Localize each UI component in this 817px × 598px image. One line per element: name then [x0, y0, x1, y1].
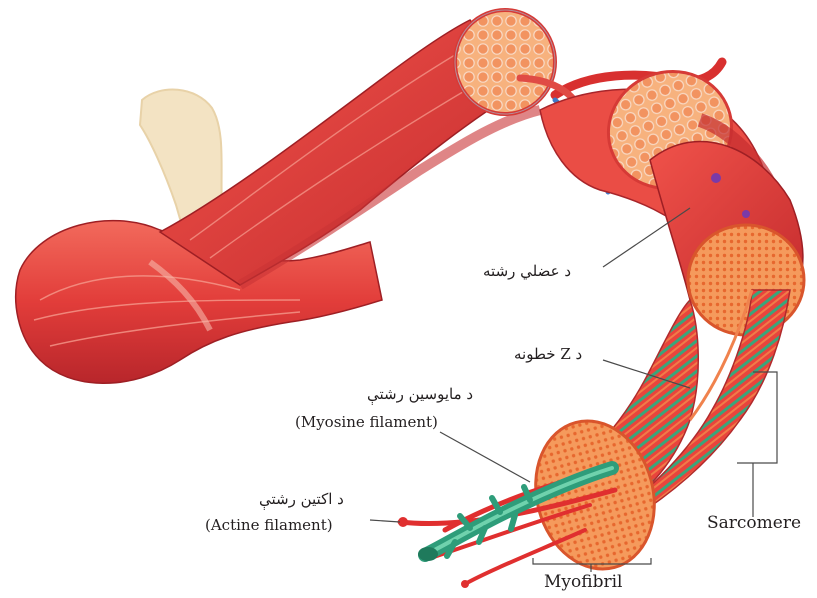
muscle-fiber-label: د عضلي رشته: [483, 262, 571, 280]
actin-leader: [370, 520, 400, 522]
myosin-label: د مایوسین رشتې: [367, 385, 473, 403]
muscle-cross-section: [455, 10, 555, 114]
myosin-english-label: (Myosine filament): [295, 413, 438, 431]
sarcomere-label: Sarcomere: [707, 514, 801, 532]
actin-english-label: (Actine filament): [205, 516, 333, 534]
myofibril-label: Myofibril: [544, 573, 622, 591]
z-line-label: د Z خطونه: [514, 345, 582, 363]
myosin-leader: [440, 432, 530, 482]
actin-label: د اکتین رشتې: [259, 490, 344, 508]
